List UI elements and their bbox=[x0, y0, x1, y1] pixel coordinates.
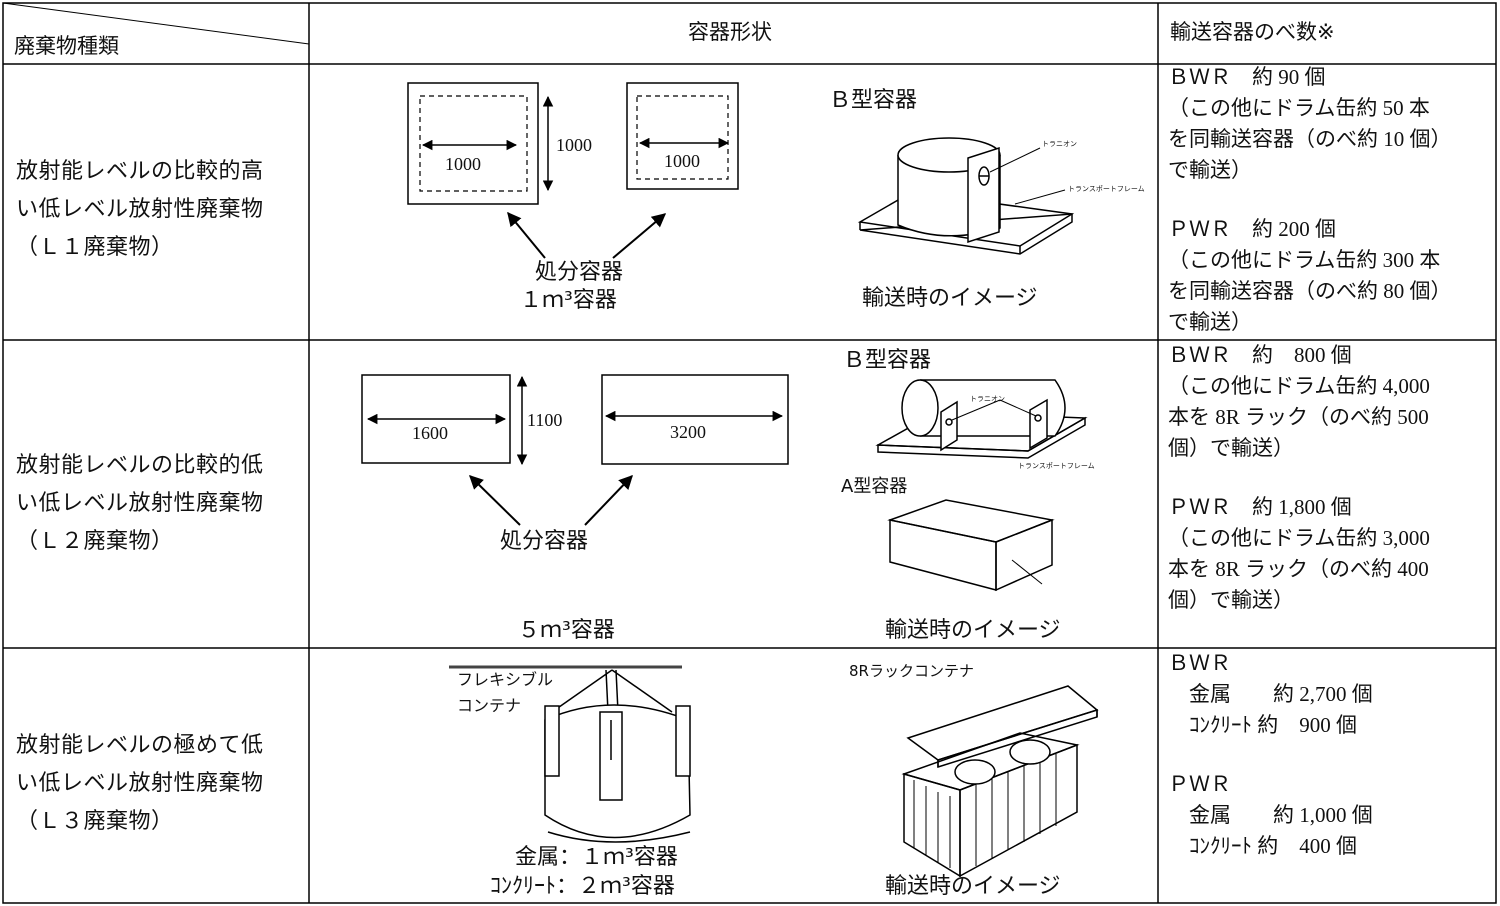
count-line: （この他にドラム缶約 50 本 bbox=[1168, 96, 1430, 120]
count-line: 本を 8R ラック（のべ約 400 bbox=[1168, 557, 1429, 581]
count-line: （この他にドラム缶約 300 本 bbox=[1168, 248, 1441, 272]
count-line: 個）で輸送） bbox=[1168, 436, 1294, 460]
count-line: で輸送） bbox=[1168, 158, 1252, 182]
transport-container-label: Ｂ型容器 bbox=[829, 88, 918, 113]
count-line: で輸送） bbox=[1168, 310, 1252, 334]
l2-pointer-arrows bbox=[469, 474, 633, 526]
flexible-container-label: フレキシブル bbox=[457, 670, 554, 689]
dimension-label: 3200 bbox=[670, 422, 706, 442]
l1-b-type-cask-drawing bbox=[857, 137, 1075, 255]
count-line: （この他にドラム缶約 4,000 bbox=[1168, 374, 1430, 398]
count-line: 個）で輸送） bbox=[1168, 588, 1294, 612]
transport-container-label-a: A型容器 bbox=[841, 476, 908, 497]
column-header-container-shape: 容器形状 bbox=[688, 20, 772, 44]
l2-disposal-container-left bbox=[361, 374, 528, 466]
count-line: ＰＷＲ 約 1,800 個 bbox=[1168, 495, 1352, 519]
row-label-line: （Ｌ１廃棄物） bbox=[16, 235, 174, 260]
container-count-l3: ＢＷＲ 金属 約 2,700 個 ｺﾝｸﾘｰﾄ 約 900 個 ＰＷＲ 金属 約… bbox=[1168, 648, 1373, 862]
container-volume-label: １ｍ³容器 bbox=[520, 288, 617, 313]
rack-container-drawing bbox=[901, 685, 1099, 878]
row-label-line: 放射能レベルの極めて低 bbox=[16, 733, 264, 758]
row-label-l2: 放射能レベルの比較的低 い低レベル放射性廃棄物 （Ｌ２廃棄物） bbox=[16, 447, 264, 561]
count-line: ｺﾝｸﾘｰﾄ 約 400 個 bbox=[1168, 834, 1357, 858]
l2-b-type-cask-drawing bbox=[875, 379, 1088, 459]
container-count-l2: ＢＷＲ 約 800 個 （この他にドラム缶約 4,000 本を 8R ラック（の… bbox=[1168, 340, 1430, 616]
transport-container-label: Ｂ型容器 bbox=[843, 348, 932, 373]
container-volume-label: ｺﾝｸﾘｰﾄ：２ｍ³容器 bbox=[490, 874, 675, 899]
l2-disposal-container-right bbox=[601, 374, 789, 465]
transport-image-caption: 輸送時のイメージ bbox=[885, 874, 1061, 899]
corner-label-waste-type: 廃棄物種類 bbox=[14, 34, 119, 58]
container-count-l1: ＢＷＲ 約 90 個 （この他にドラム缶約 50 本 を同輸送容器（のべ約 10… bbox=[1168, 62, 1452, 338]
row-label-l3: 放射能レベルの極めて低 い低レベル放射性廃棄物 （Ｌ３廃棄物） bbox=[16, 727, 264, 841]
count-line: を同輸送容器（のべ約 80 個） bbox=[1168, 279, 1452, 303]
transport-image-caption: 輸送時のイメージ bbox=[885, 618, 1061, 643]
count-line: 本を 8R ラック（のべ約 500 bbox=[1168, 405, 1429, 429]
disposal-container-label: 処分容器 bbox=[500, 529, 589, 554]
count-line: 金属 約 2,700 個 bbox=[1168, 682, 1373, 706]
count-line: ＢＷＲ 約 90 個 bbox=[1168, 65, 1326, 89]
transport-frame-label: トランスポートフレーム bbox=[1018, 462, 1095, 470]
disposal-container-label: 処分容器 bbox=[535, 260, 624, 285]
l2-a-type-box-drawing bbox=[887, 499, 1055, 592]
count-line: 金属 約 1,000 個 bbox=[1168, 803, 1373, 827]
row-label-line: （Ｌ３廃棄物） bbox=[16, 809, 174, 834]
flexible-container-label: コンテナ bbox=[457, 696, 522, 715]
row-label-line: い低レベル放射性廃棄物 bbox=[16, 491, 264, 516]
count-line bbox=[1168, 741, 1373, 769]
row-label-line: 放射能レベルの比較的高 bbox=[16, 159, 264, 184]
count-line: ｺﾝｸﾘｰﾄ 約 900 個 bbox=[1168, 713, 1357, 737]
count-line: ＰＷＲ 約 200 個 bbox=[1168, 217, 1336, 241]
l1-pointer-arrows bbox=[507, 211, 667, 259]
count-line: ＢＷＲ bbox=[1168, 651, 1231, 675]
container-volume-label: 金属：１ｍ³容器 bbox=[515, 845, 678, 870]
count-line: ＰＷＲ bbox=[1168, 772, 1231, 796]
count-line: を同輸送容器（のべ約 10 個） bbox=[1168, 127, 1452, 151]
l1-disposal-container-right bbox=[626, 82, 739, 190]
flexible-container-drawing bbox=[449, 665, 691, 843]
dimension-label: 1000 bbox=[445, 154, 481, 174]
count-line bbox=[1168, 464, 1430, 492]
row-label-line: い低レベル放射性廃棄物 bbox=[16, 771, 264, 796]
trunnion-label: トラニオン bbox=[1042, 140, 1077, 148]
row-label-line: い低レベル放射性廃棄物 bbox=[16, 197, 264, 222]
count-line: ＢＷＲ 約 800 個 bbox=[1168, 343, 1352, 367]
count-line bbox=[1168, 186, 1452, 214]
transport-image-caption: 輸送時のイメージ bbox=[862, 286, 1038, 311]
dimension-label: 1000 bbox=[664, 151, 700, 171]
count-line: （この他にドラム缶約 3,000 bbox=[1168, 526, 1430, 550]
rack-container-label: 8Rラックコンテナ bbox=[849, 662, 974, 680]
row-label-line: 放射能レベルの比較的低 bbox=[16, 453, 264, 478]
container-volume-label: ５ｍ³容器 bbox=[518, 618, 615, 643]
row-label-l1: 放射能レベルの比較的高 い低レベル放射性廃棄物 （Ｌ１廃棄物） bbox=[16, 153, 264, 267]
dimension-label: 1100 bbox=[527, 410, 563, 430]
row-label-line: （Ｌ２廃棄物） bbox=[16, 529, 174, 554]
trunnion-label: トラニオン bbox=[970, 395, 1005, 403]
dimension-label: 1600 bbox=[412, 423, 448, 443]
transport-frame-label: トランスポートフレーム bbox=[1068, 185, 1145, 193]
dimension-label: 1000 bbox=[556, 135, 592, 155]
column-header-container-count: 輸送容器のべ数※ bbox=[1170, 20, 1335, 44]
l1-disposal-container-left bbox=[407, 82, 554, 205]
